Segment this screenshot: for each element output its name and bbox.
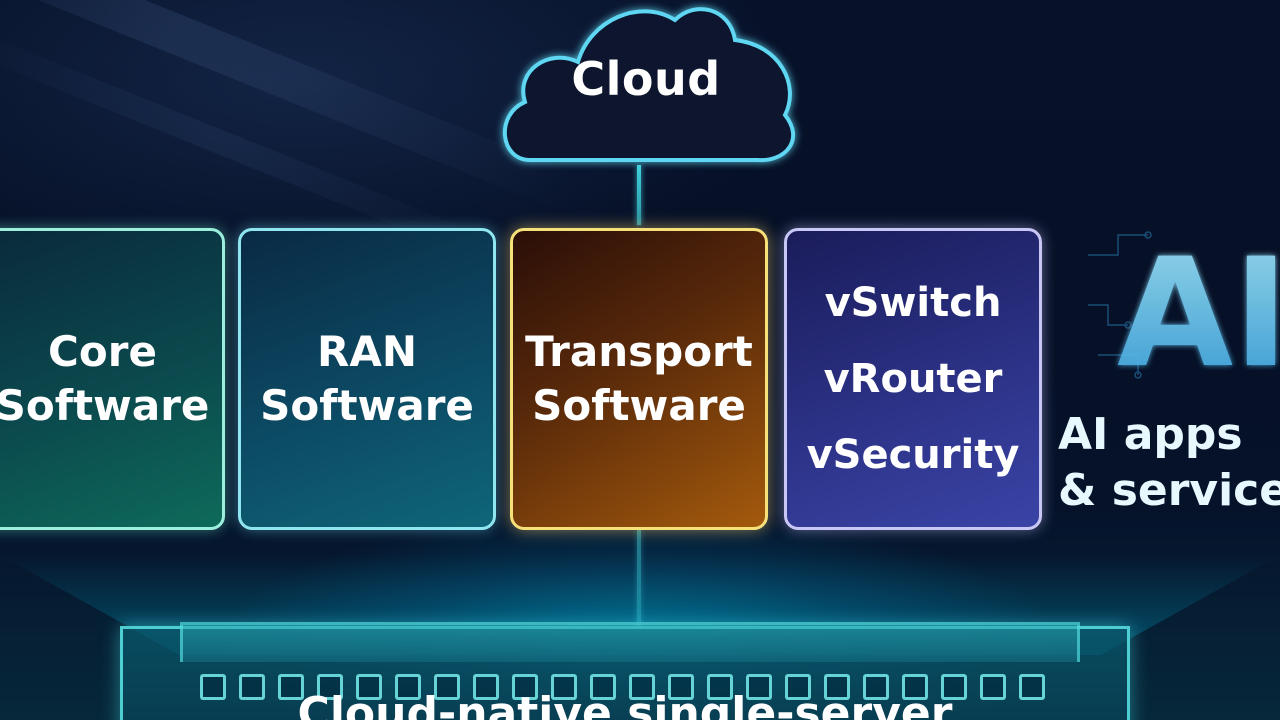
ran-software-line2: Software <box>260 381 474 430</box>
vsecurity-label: vSecurity <box>806 432 1020 478</box>
server-port <box>746 674 772 700</box>
transport-software-line2: Software <box>532 381 746 430</box>
server-port <box>317 674 343 700</box>
server-port <box>434 674 460 700</box>
ai-apps-label: AI apps & services <box>1058 407 1280 519</box>
cloud-node: Cloud <box>490 0 810 170</box>
server-port <box>707 674 733 700</box>
server-port <box>239 674 265 700</box>
server-port <box>629 674 655 700</box>
server-port <box>473 674 499 700</box>
cloud-icon <box>502 7 796 163</box>
ai-logo-text: AI <box>1117 227 1280 395</box>
transport-software-line1: Transport <box>525 327 753 376</box>
ai-apps-line2: & services <box>1058 465 1280 516</box>
server-port <box>668 674 694 700</box>
vswitch-label: vSwitch <box>824 280 1002 326</box>
server-port <box>356 674 382 700</box>
server-port <box>551 674 577 700</box>
core-software-line1: Core <box>48 327 157 376</box>
ran-software-box: RAN Software <box>238 228 496 530</box>
server-port <box>1019 674 1045 700</box>
server-port <box>590 674 616 700</box>
ran-software-line1: RAN <box>317 327 417 376</box>
server-port <box>785 674 811 700</box>
virtual-functions-box: vSwitch vRouter vSecurity <box>784 228 1042 530</box>
server-top-panel <box>180 622 1080 662</box>
server-label: Cloud-native single-server <box>297 688 953 720</box>
server-port <box>395 674 421 700</box>
cloud-connector-line <box>637 165 641 225</box>
server-port <box>980 674 1006 700</box>
server-port <box>200 674 226 700</box>
ai-apps-line1: AI apps <box>1058 409 1243 460</box>
server-connector-line <box>637 530 641 630</box>
server-port <box>278 674 304 700</box>
core-software-box: Core Software <box>0 228 225 530</box>
server-port <box>824 674 850 700</box>
ai-apps-block: AI AI apps & services <box>1058 215 1280 535</box>
ai-circuit-icon: AI <box>1088 227 1280 395</box>
transport-software-box: Transport Software <box>510 228 768 530</box>
vrouter-label: vRouter <box>823 356 1003 402</box>
server-port <box>863 674 889 700</box>
server-port <box>902 674 928 700</box>
server-port <box>941 674 967 700</box>
cloud-label: Cloud <box>571 52 721 106</box>
server-ports <box>200 674 1060 714</box>
server-port <box>512 674 538 700</box>
core-software-line2: Software <box>0 381 210 430</box>
